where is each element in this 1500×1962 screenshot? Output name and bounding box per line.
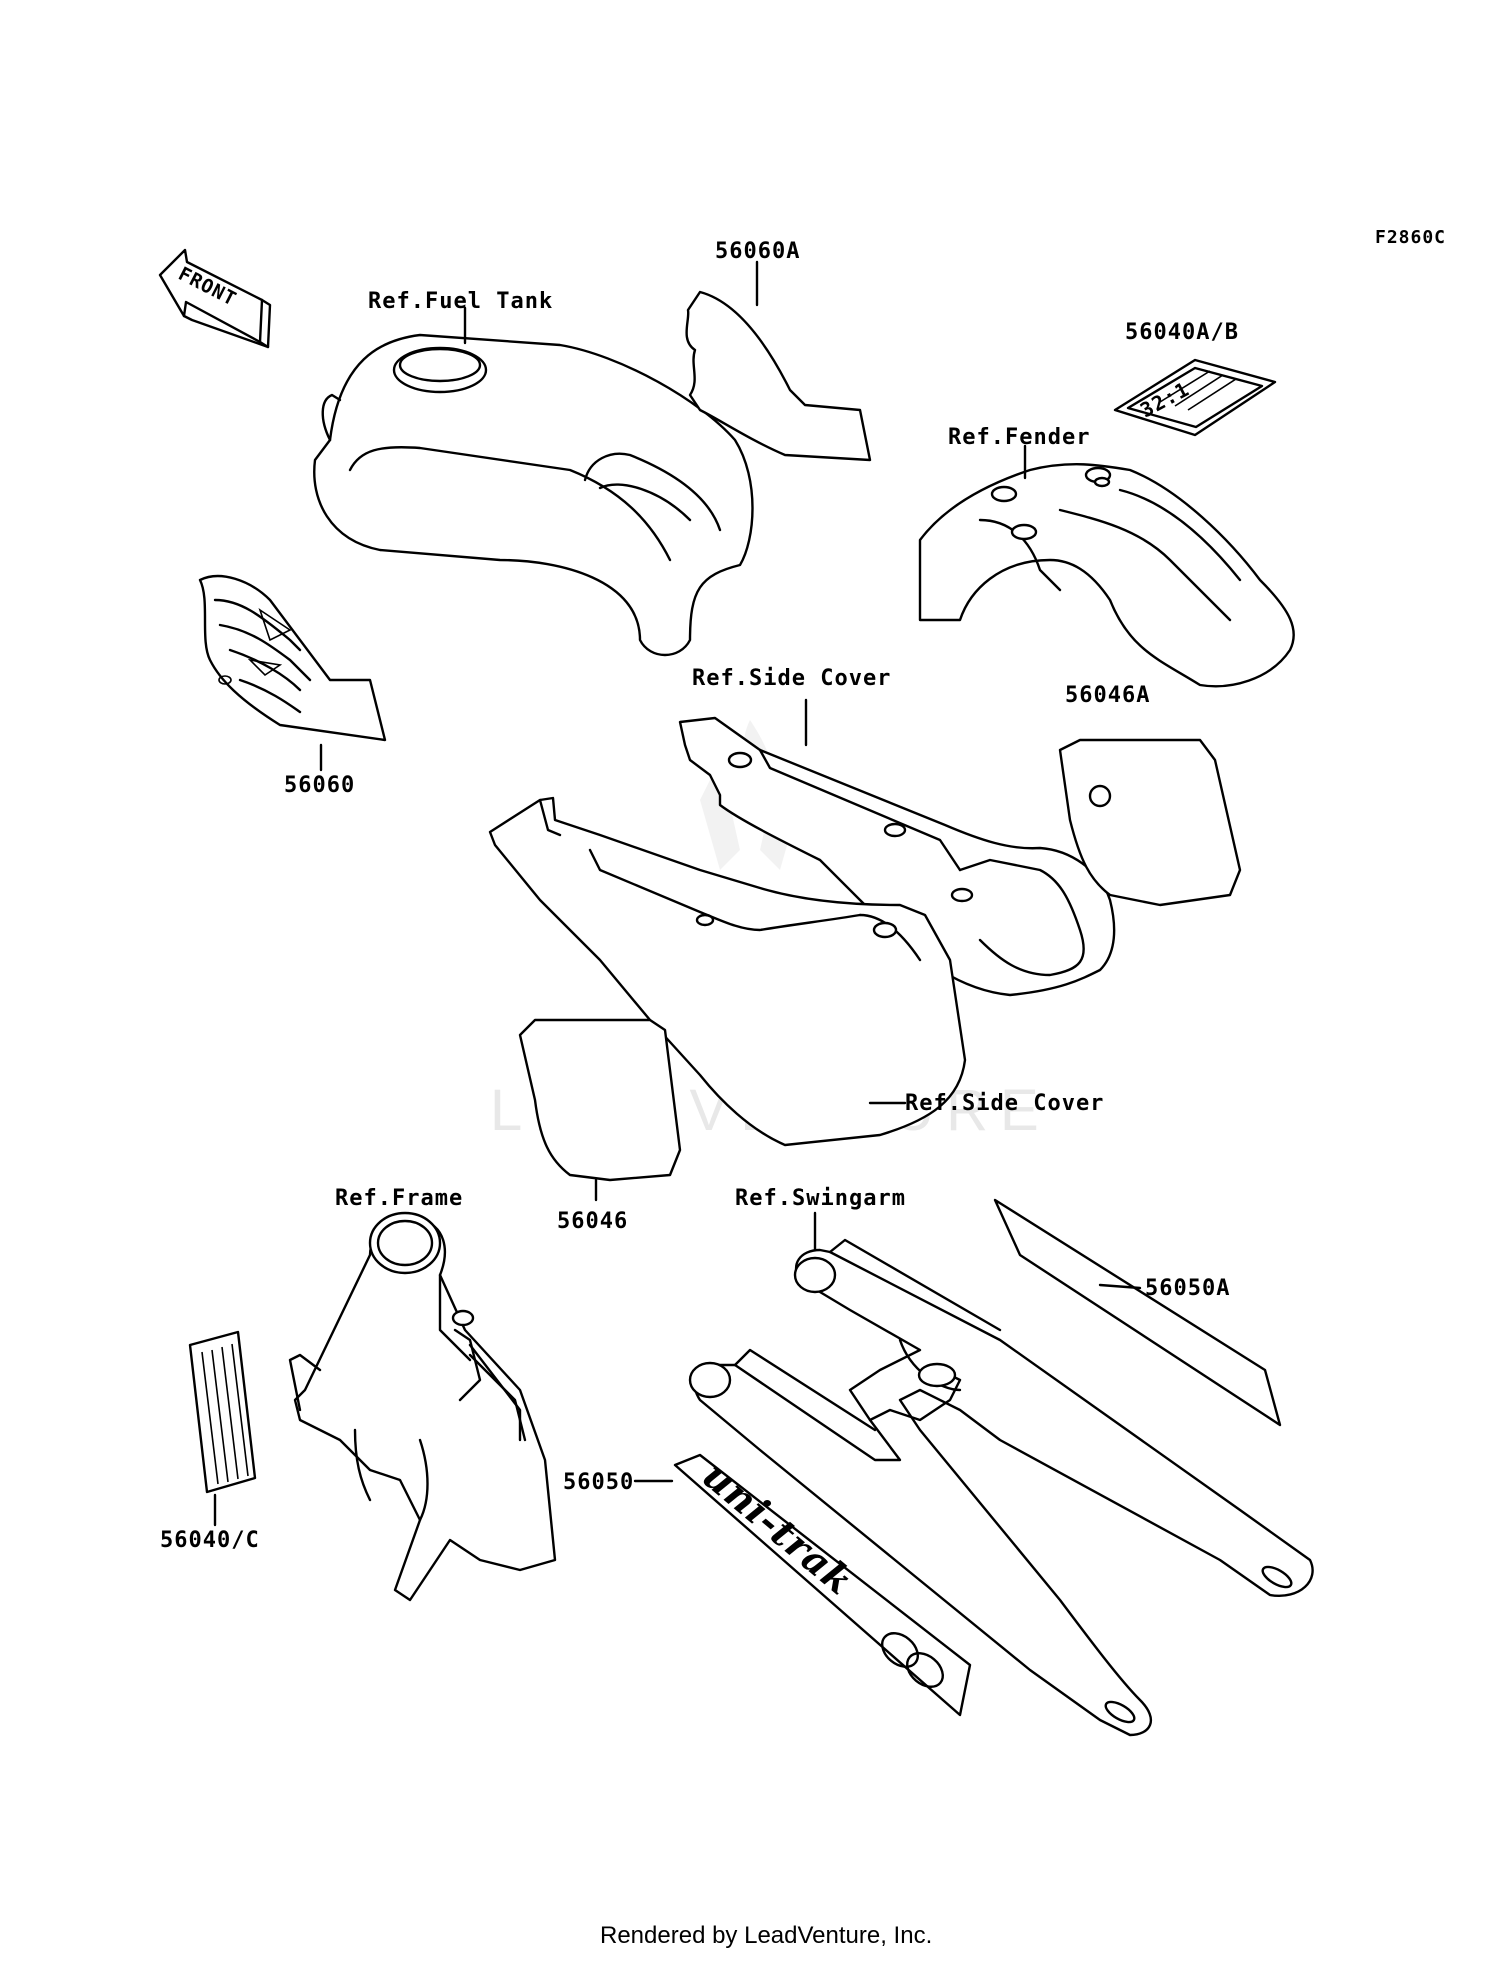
label-ref-side-cover-bottom: Ref.Side Cover bbox=[905, 1091, 1104, 1116]
badge-56040ab: 32:1 bbox=[1113, 358, 1277, 437]
label-ref-swingarm: Ref.Swingarm bbox=[735, 1186, 906, 1211]
leader-56050a bbox=[1098, 1283, 1142, 1290]
diagram-code: F2860C bbox=[1375, 227, 1446, 248]
side-cover-right bbox=[678, 716, 1116, 997]
label-56050a: 56050A bbox=[1145, 1276, 1230, 1301]
rear-fender bbox=[918, 463, 1295, 688]
front-arrow-icon: FRONT bbox=[158, 248, 272, 349]
decal-56050a bbox=[993, 1198, 1282, 1427]
label-ref-fuel-tank: Ref.Fuel Tank bbox=[368, 289, 553, 314]
label-56050: 56050 bbox=[563, 1470, 634, 1495]
label-ref-frame: Ref.Frame bbox=[335, 1186, 463, 1211]
label-56060: 56060 bbox=[284, 773, 355, 798]
footer-credit: Rendered by LeadVenture, Inc. bbox=[600, 1922, 932, 1949]
frame bbox=[288, 1211, 557, 1602]
decal-56046a bbox=[1058, 738, 1242, 907]
label-ref-side-cover-top: Ref.Side Cover bbox=[692, 666, 891, 691]
fuel-tank bbox=[313, 333, 754, 657]
label-ref-fender: Ref.Fender bbox=[948, 425, 1090, 450]
decal-56060 bbox=[198, 574, 387, 742]
side-cover-left bbox=[488, 796, 967, 1147]
label-56046a: 56046A bbox=[1065, 683, 1150, 708]
decal-56046 bbox=[518, 1018, 682, 1182]
decal-56040c bbox=[188, 1330, 257, 1494]
label-56040ab: 56040A/B bbox=[1125, 320, 1239, 345]
swingarm bbox=[688, 1238, 1314, 1737]
label-56060a: 56060A bbox=[715, 239, 800, 264]
label-56046: 56046 bbox=[557, 1209, 628, 1234]
decal-56060a bbox=[685, 290, 872, 462]
label-56040c: 56040/C bbox=[160, 1528, 260, 1553]
